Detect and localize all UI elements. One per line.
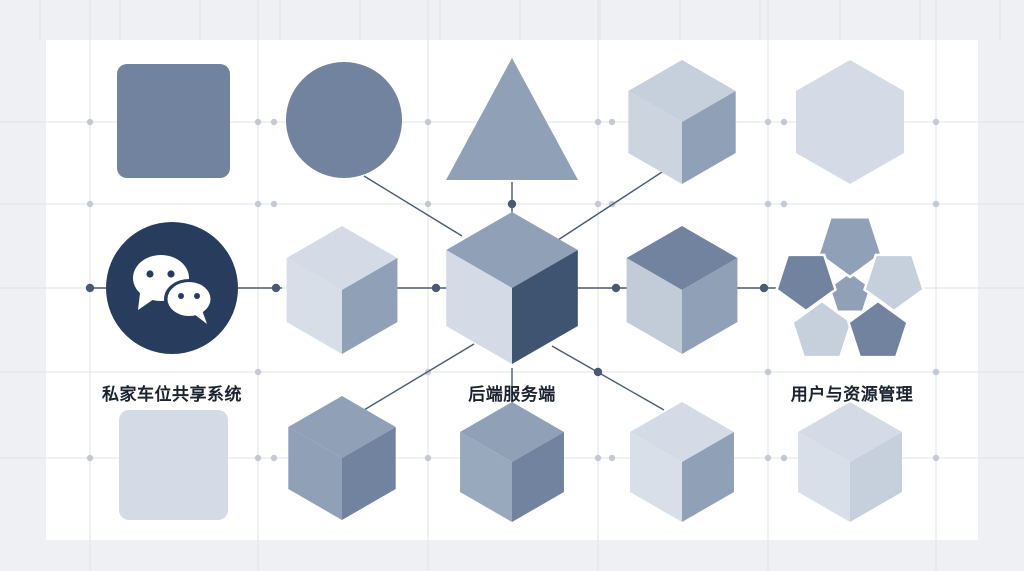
cube-left-face: [628, 91, 682, 184]
grid-dot: [424, 118, 432, 126]
cube-middle-left: [286, 226, 398, 354]
grid-dot: [932, 118, 940, 126]
connector-node: [85, 283, 95, 293]
grid-dot: [86, 200, 94, 208]
grid-dot: [780, 118, 788, 126]
cube-middle-right: [626, 226, 738, 354]
connector-node: [611, 283, 621, 293]
connector-node: [507, 199, 517, 209]
cube-right-face: [682, 432, 734, 522]
chat-eye: [146, 270, 154, 278]
cube-top-face: [288, 396, 396, 458]
cube-right-face: [512, 250, 578, 364]
cube-left-face: [446, 250, 512, 364]
connector-line: [363, 343, 475, 411]
grid-dot: [270, 118, 278, 126]
grid-dot: [254, 200, 262, 208]
cube-bottom-1: [288, 396, 396, 520]
chat-bubble-tail: [194, 310, 207, 324]
connector-node: [431, 283, 441, 293]
grid-dot: [270, 200, 278, 208]
cube-bottom-4: [798, 402, 902, 522]
triangle-shape: [446, 58, 578, 180]
chat-bubble-small: [167, 282, 211, 316]
cube-top-face: [460, 402, 564, 462]
grid-dot: [764, 368, 772, 376]
grid-dot: [86, 454, 94, 462]
grid-dot: [594, 454, 602, 462]
chat-eye: [167, 270, 175, 278]
cube-top-face: [630, 402, 734, 462]
pentagon-shape: [863, 253, 925, 313]
cube-right-face: [342, 427, 396, 520]
cube-right-face: [682, 91, 736, 184]
grid-dot: [780, 200, 788, 208]
cube-left-face: [630, 432, 682, 522]
connector-line: [551, 345, 665, 411]
grid-dot: [424, 454, 432, 462]
cube-top-row: [628, 60, 736, 184]
cube-right-face: [682, 258, 738, 354]
grid-dot: [424, 200, 432, 208]
chat-eye: [178, 293, 184, 299]
connector-node: [271, 283, 281, 293]
grid-dot: [254, 118, 262, 126]
circle-shape: [286, 62, 402, 178]
connector-line: [363, 175, 463, 237]
connector-node: [759, 283, 769, 293]
grid-dot: [608, 118, 616, 126]
grid-dot: [932, 368, 940, 376]
cube-left-face: [626, 258, 682, 354]
cube-right-face: [512, 432, 564, 522]
grid-dot: [594, 118, 602, 126]
cube-right-face: [342, 258, 398, 354]
pentagon-cluster: [775, 216, 925, 359]
cube-left-face: [798, 432, 850, 522]
grid-dot: [764, 118, 772, 126]
pentagon-shape: [791, 299, 853, 359]
grid-dot: [932, 454, 940, 462]
cube-right-face: [850, 432, 902, 522]
cube-left-face: [460, 432, 512, 522]
hexagon-shape: [796, 60, 904, 184]
grid-dot: [254, 454, 262, 462]
pentagon-shape: [847, 299, 909, 359]
chat-eye: [194, 293, 200, 299]
cube-bottom-3: [630, 402, 734, 522]
grid-dot: [932, 200, 940, 208]
grid-dot: [86, 118, 94, 126]
grid-dot: [594, 200, 602, 208]
connector-nodes: [85, 199, 769, 377]
chat-bubble-tail: [138, 293, 154, 310]
pentagon-shape: [775, 253, 837, 313]
connector-line: [557, 171, 663, 241]
label-backend-server: 后端服务端: [468, 385, 556, 405]
rounded-square-shape: [119, 410, 228, 520]
cube-top-face: [798, 402, 902, 462]
cube-top-face: [626, 226, 738, 290]
cube-bottom-2: [460, 402, 564, 522]
cube-left-face: [288, 427, 342, 520]
rounded-square-shape: [117, 64, 230, 178]
grid-dot: [764, 200, 772, 208]
label-user-resource-management: 用户与资源管理: [790, 385, 914, 405]
grid-dot: [608, 454, 616, 462]
grid-dot: [254, 368, 262, 376]
grid-dot: [270, 454, 278, 462]
backend-server-cube: [446, 212, 578, 364]
wechat-icon: [106, 222, 238, 354]
label-private-parking-system: 私家车位共享系统: [102, 385, 242, 405]
connector-node: [593, 367, 603, 377]
cube-left-face: [286, 258, 342, 354]
grid-dot: [780, 454, 788, 462]
cube-top-face: [446, 212, 578, 288]
grid-dot: [764, 454, 772, 462]
